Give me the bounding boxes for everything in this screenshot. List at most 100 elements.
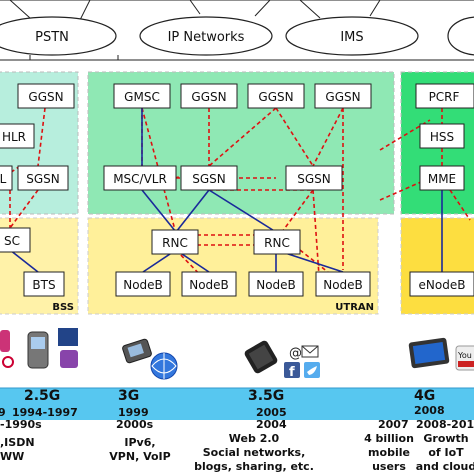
ggsn-mid1-label: GGSN — [191, 90, 226, 104]
gen-2-5g-era: -1990s — [0, 418, 42, 431]
node-mme[interactable]: MME — [419, 165, 465, 191]
bss-region-label: BSS — [52, 302, 74, 313]
gen-3-5g-label: 3.5G — [248, 388, 284, 404]
mme-label: MME — [428, 172, 456, 186]
smartphone-dark-icon — [244, 340, 278, 374]
access-regions — [0, 217, 474, 315]
node-nodeb1[interactable]: NodeB — [115, 271, 171, 297]
node-hss[interactable]: HSS — [419, 123, 465, 149]
feature-4g-users-line2: mobile — [368, 446, 410, 459]
node-ggsn-left[interactable]: GGSN — [17, 83, 75, 109]
feature-4g-iot-line1: Growth — [423, 432, 468, 445]
ggsn-mid3-label: GGSN — [325, 90, 360, 104]
node-bsc-partial[interactable]: SC — [0, 227, 31, 253]
smartphone-icon — [122, 338, 152, 364]
gen-2-5g-years: 1994-1997 — [12, 406, 78, 419]
feature-3-5g-line1: Web 2.0 — [229, 432, 280, 445]
gen-3g-era: 2000s — [116, 418, 154, 431]
node-sgsn-mid[interactable]: SGSN — [180, 165, 238, 191]
facebook-glyph: f — [289, 365, 295, 380]
node-pcrf[interactable]: PCRF — [415, 83, 474, 109]
access-node-group: SC BTS RNC RNC NodeB NodeB NodeB NodeB — [0, 227, 474, 297]
sgsn-left-label: SGSN — [26, 172, 60, 186]
feature-4g-users-line1: 4 billion — [364, 432, 414, 445]
facebook-icon: f — [284, 362, 300, 380]
gen-4g-year: 2008 — [414, 404, 445, 417]
youtube-icon: You — [455, 345, 474, 371]
nodeb2-label: NodeB — [189, 278, 229, 292]
node-hlr[interactable]: HLR — [0, 123, 35, 149]
gen-3g-year: 1999 — [118, 406, 149, 419]
feature-4g-iot-line2: of IoT — [428, 446, 464, 459]
network-pstn[interactable]: PSTN — [0, 16, 117, 56]
e-utran-region — [400, 217, 474, 315]
twitter-icon — [304, 362, 320, 378]
ggsn-mid2-label: GGSN — [258, 90, 293, 104]
node-bts[interactable]: BTS — [23, 271, 65, 297]
sgsn-mid-label: SGSN — [192, 172, 226, 186]
sgsn-right-label: SGSN — [297, 172, 331, 186]
node-nodeb2[interactable]: NodeB — [181, 271, 237, 297]
gen-4g-label: 4G — [414, 388, 435, 404]
node-nodeb4[interactable]: NodeB — [315, 271, 371, 297]
tablet-icon — [408, 337, 450, 369]
mobile-phone-icon — [0, 328, 78, 369]
pcrf-label: PCRF — [429, 90, 460, 104]
gen-4g-prev-year: 2007 — [378, 418, 409, 431]
network-ims[interactable]: IMS — [285, 16, 419, 56]
gen-3-5g-era: 2004 — [256, 418, 287, 431]
ims-label: IMS — [340, 30, 363, 45]
hlr-label: HLR — [2, 130, 26, 144]
node-ggsn-mid1[interactable]: GGSN — [180, 83, 238, 109]
rnc2-label: RNC — [264, 236, 290, 250]
node-ggsn-mid3[interactable]: GGSN — [314, 83, 372, 109]
timeline-band — [0, 388, 474, 420]
node-nodeb3[interactable]: NodeB — [248, 271, 304, 297]
feature-2-5g-line1: ,ISDN — [0, 436, 35, 449]
node-l-partial[interactable]: L — [0, 165, 13, 191]
node-ggsn-mid2[interactable]: GGSN — [247, 83, 305, 109]
enodeb-label: eNodeB — [419, 278, 466, 292]
email-at-glyph: @ — [289, 346, 302, 361]
network-ip[interactable]: IP Networks — [139, 16, 273, 56]
pstn-label: PSTN — [35, 30, 69, 45]
node-rnc2[interactable]: RNC — [253, 229, 301, 255]
gen-4g-span: 2008-2010 — [416, 418, 474, 431]
network-connectors — [0, 0, 474, 61]
feature-3-5g-line2: Social networks, — [203, 446, 306, 459]
nodeb4-label: NodeB — [323, 278, 363, 292]
utran-region — [87, 217, 379, 315]
feature-4g-iot-line3: and cloud — [416, 460, 474, 473]
gen-3g-label: 3G — [118, 388, 139, 404]
node-sgsn-right[interactable]: SGSN — [285, 165, 343, 191]
feature-3g-line1: IPv6, — [124, 436, 155, 449]
nodeb1-label: NodeB — [123, 278, 163, 292]
node-sgsn-left[interactable]: SGSN — [17, 165, 69, 191]
network-partial-right — [447, 16, 474, 56]
youtube-text: You — [457, 351, 472, 360]
ggsn-left-label: GGSN — [28, 90, 63, 104]
nodeb3-label: NodeB — [256, 278, 296, 292]
feature-3-5g-line3: blogs, sharing, etc. — [194, 460, 314, 473]
bsc-partial-label: SC — [4, 234, 20, 248]
timeline-features: ,ISDN WW IPv6, VPN, VoIP Web 2.0 Social … — [0, 432, 474, 473]
node-rnc1[interactable]: RNC — [151, 229, 199, 255]
globe-icon — [150, 352, 178, 380]
bss-region — [0, 217, 79, 315]
hss-label: HSS — [430, 130, 454, 144]
node-gmsc[interactable]: GMSC — [113, 83, 171, 109]
gmsc-label: GMSC — [124, 90, 160, 104]
email-icon: @ — [289, 345, 319, 361]
node-enodeb[interactable]: eNodeB — [409, 271, 474, 297]
msc-vlr-label: MSC/VLR — [113, 172, 167, 186]
partial-year-left: 9 — [0, 406, 6, 419]
feature-2-5g-line2: WW — [0, 450, 24, 463]
gen-2-5g-label: 2.5G — [24, 388, 60, 404]
timeline-generations: 9 2.5G 1994-1997 -1990s 3G 1999 2000s 3.… — [0, 388, 474, 431]
node-msc-vlr[interactable]: MSC/VLR — [103, 165, 177, 191]
core-node-group: GGSN HLR L SGSN GMSC GGSN GGSN GGSN — [0, 83, 474, 191]
feature-4g-users-line3: users — [372, 460, 406, 473]
l-partial-label: L — [0, 172, 7, 186]
